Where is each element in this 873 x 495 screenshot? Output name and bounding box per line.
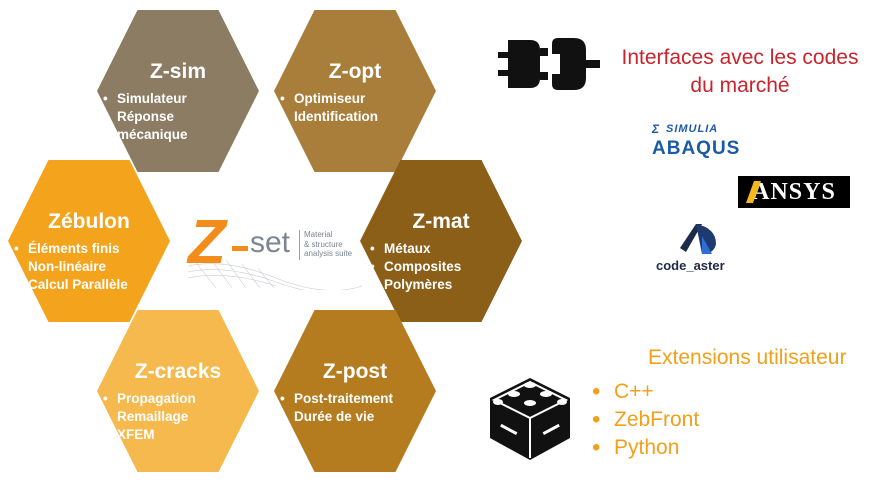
hex-title: Z-cracks xyxy=(134,360,222,383)
plug-icon xyxy=(498,38,600,90)
hex-zmat: Z-mat Métaux Composites Polymères xyxy=(360,160,522,322)
tagline-line: analysis suite xyxy=(304,249,353,258)
code-aster-label: code_aster xyxy=(656,258,725,273)
hex-title: Z-opt xyxy=(328,60,382,83)
list-item: C++ xyxy=(592,378,699,406)
list-item: mécanique xyxy=(117,127,188,142)
logo-z: Z xyxy=(188,208,226,277)
list-item: XFEM xyxy=(103,426,196,444)
list-item: Polymères xyxy=(370,276,461,294)
list-item: Éléments finis xyxy=(14,240,128,258)
abaqus-logo: Σ SIMULIA ABAQUS xyxy=(652,122,752,162)
list-item: Remaillage xyxy=(103,408,196,426)
list-item: Non-linéaire xyxy=(14,258,128,276)
list-item: Composites xyxy=(370,258,461,276)
hex-title: Z-post xyxy=(322,360,388,383)
extensions-list: C++ ZebFront Python xyxy=(592,378,699,462)
list-item: Optimiseur xyxy=(280,90,378,108)
ansys-label: ANSYS xyxy=(752,179,836,205)
hex-list: Propagation Remaillage XFEM xyxy=(103,390,196,444)
list-item: Propagation xyxy=(103,390,196,408)
zset-logo: Z set Material & structure analysis suit… xyxy=(186,208,363,294)
abaqus-label: ABAQUS xyxy=(652,138,741,159)
extensions-title: Extensions utilisateur xyxy=(648,346,847,369)
list-item: Identification xyxy=(280,108,378,126)
hex-zpost: Z-post Post-traitement Durée de vie xyxy=(274,310,436,472)
hex-title: Z-mat xyxy=(412,210,470,233)
tagline-line: Material xyxy=(304,230,333,239)
hex-list: Simulateur Réponse mécanique xyxy=(103,90,188,144)
interfaces-title: Interfaces avec les codes du marché xyxy=(606,44,873,100)
list-item: Réponse xyxy=(103,108,188,126)
list-item: Durée de vie xyxy=(280,408,393,426)
hex-zopt: Z-opt Optimiseur Identification xyxy=(274,10,436,172)
tagline-line: & structure xyxy=(304,239,343,249)
list-item: Calcul Parallèle xyxy=(14,276,128,294)
code-aster-logo: code_aster xyxy=(654,222,744,274)
ds-icon: Σ xyxy=(652,122,660,136)
hex-list: Post-traitement Durée de vie xyxy=(280,390,393,426)
interfaces-title-line: du marché xyxy=(690,74,790,97)
list-item: Métaux xyxy=(370,240,461,258)
list-item: Simulateur xyxy=(103,90,188,108)
logo-set: set xyxy=(250,226,291,259)
hex-list: Optimiseur Identification xyxy=(280,90,378,126)
hex-zebulon: Zébulon Éléments finis Non-linéaire Calc… xyxy=(8,160,170,322)
hex-zsim: Z-sim Simulateur Réponse mécanique xyxy=(97,10,259,172)
list-item: Post-traitement xyxy=(280,390,393,408)
simulia-label: SIMULIA xyxy=(666,123,719,135)
brick-icon xyxy=(490,378,570,460)
hex-list: Éléments finis Non-linéaire Calcul Paral… xyxy=(14,240,128,294)
aster-icon xyxy=(680,224,716,254)
hex-zcracks: Z-cracks Propagation Remaillage XFEM xyxy=(97,310,259,472)
list-item: ZebFront xyxy=(592,406,699,434)
logo-tagline: Material & structure analysis suite xyxy=(304,230,352,259)
ansys-logo: ANSYS xyxy=(738,176,850,208)
hex-list: Métaux Composites Polymères xyxy=(370,240,461,294)
list-item: Python xyxy=(592,434,699,462)
logo-divider xyxy=(299,230,300,260)
logo-dash xyxy=(232,246,248,251)
hex-title: Zébulon xyxy=(48,210,130,233)
hex-title: Z-sim xyxy=(149,60,206,83)
interfaces-title-line: Interfaces avec les codes xyxy=(621,46,859,69)
